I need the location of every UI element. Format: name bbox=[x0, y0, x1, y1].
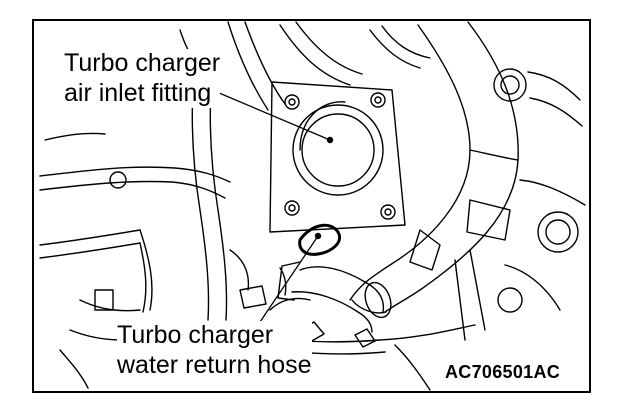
figure-code: AC706501AC bbox=[445, 362, 561, 382]
air-inlet-outer bbox=[292, 104, 384, 196]
hose-clamp bbox=[298, 223, 341, 256]
main-hose-left-edge bbox=[349, 24, 471, 301]
inlet-flange bbox=[269, 81, 406, 233]
water-hose-bottom bbox=[291, 291, 373, 333]
air-inlet-callout-line1: Turbo charger bbox=[64, 49, 221, 77]
water-hose-top bbox=[299, 266, 385, 313]
water-return-callout: Turbo charger water return hose bbox=[117, 321, 312, 380]
leader-dot-water-hose bbox=[314, 232, 322, 240]
leader-dot-air-inlet bbox=[326, 136, 334, 144]
air-inlet-callout: Turbo charger air inlet fitting bbox=[64, 49, 221, 108]
leader-water-hose bbox=[259, 235, 319, 323]
air-inlet-callout-line2: air inlet fitting bbox=[64, 78, 212, 107]
right-cap bbox=[537, 211, 579, 253]
left-pipe-upper bbox=[39, 166, 231, 183]
water-return-callout-line1: Turbo charger bbox=[117, 321, 274, 349]
water-return-callout-line2: water return hose bbox=[117, 350, 312, 379]
leader-air-inlet bbox=[211, 89, 331, 141]
leader-lines bbox=[211, 89, 331, 323]
air-inlet-inner bbox=[301, 113, 375, 187]
